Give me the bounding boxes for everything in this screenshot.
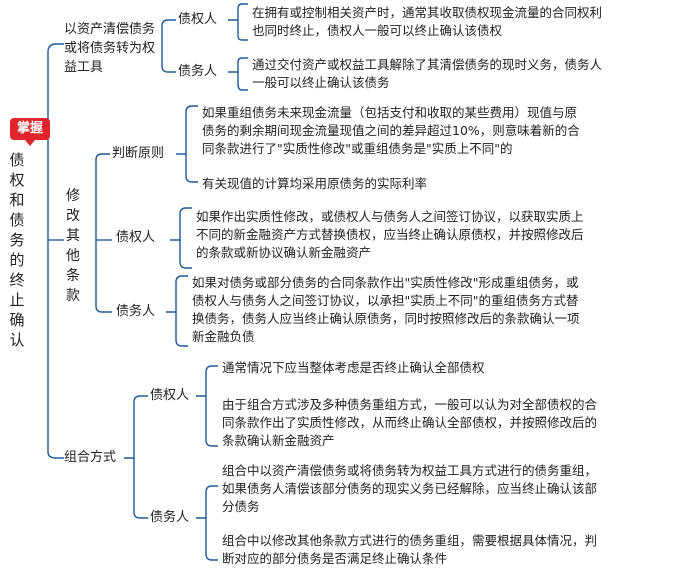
branch3-debtor-text2: 组合中以修改其他条款方式进行的债务重组，需要根据具体情况，判断对应的部分债务是否…	[222, 533, 598, 566]
branch3-label: 组合方式	[64, 450, 117, 465]
branch1-creditor-label: 债权人	[178, 12, 218, 27]
branch2-debtor-text: 如果对债务或部分债务的合同条款作出"实质性修改"形成重组债务，或债权人与债务人之…	[192, 275, 580, 344]
branch1-creditor-text: 在拥有或控制相关资产时，通常其收取债权现金流量的合同权利也同时终止，债权人一般可…	[252, 5, 603, 38]
branch2-principle-text2: 有关现值的计算均采用原债务的实际利率	[202, 176, 428, 191]
branch2-principle-label: 判断原则	[112, 146, 165, 161]
branch2-creditor-text: 如果作出实质性修改，或债权人与债务人之间签订协议，以获取实质上不同的新金融资产方…	[196, 209, 584, 260]
branch2-creditor-label: 债权人	[116, 230, 156, 245]
branch2-debtor-label: 债务人	[116, 304, 156, 319]
branch3-creditor-label: 债权人	[150, 388, 190, 403]
branch3-debtor-label: 债务人	[150, 510, 190, 525]
branch2-label: 修改其他条款	[66, 188, 80, 304]
branch3-debtor-text1: 组合中以资产清偿债务或将债务转为权益工具方式进行的债务重组，如果债务人清偿该部分…	[222, 463, 598, 514]
mastery-badge: 掌握	[10, 118, 50, 146]
root-title: 债权和债务的终止确认	[9, 151, 25, 349]
branch3-creditor-text1: 通常情况下应当整体考虑是否终止确认全部债权	[222, 360, 485, 375]
branch2-principle-text1: 如果重组债务未来现金流量（包括支付和收取的某些费用）现值与原债务的剩余期间现金流…	[202, 105, 580, 156]
branch1-debtor-label: 债务人	[178, 64, 218, 79]
branch3-creditor-text2: 由于组合方式涉及多种债务重组方式，一般可以认为对全部债权的合同条款作出了实质性修…	[222, 397, 598, 448]
branch1-debtor-text: 通过交付资产或权益工具解除了其清偿债务的现时义务，债务人一般可以终止确认该债务	[252, 57, 603, 90]
branch1-label: 以资产清偿债务或将债务转为权益工具	[64, 22, 156, 75]
